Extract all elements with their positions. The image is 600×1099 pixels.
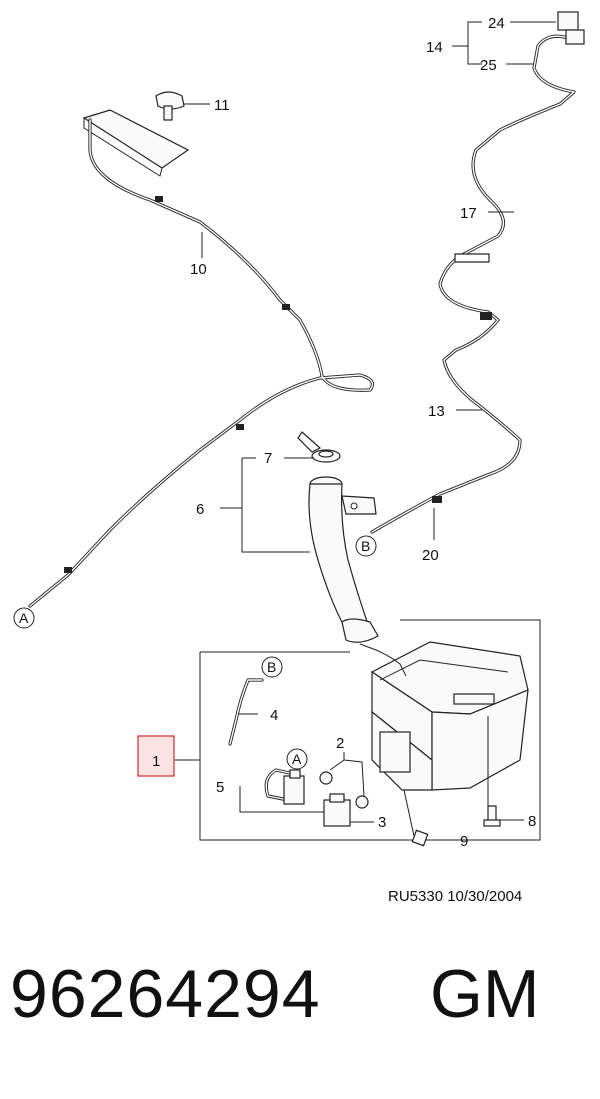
brand-name: GM: [430, 956, 540, 1032]
washer-reservoir-1: [359, 641, 529, 791]
svg-text:A: A: [292, 751, 302, 767]
connector-b-tank: B: [261, 656, 283, 678]
rear-nozzle-24: [557, 11, 585, 45]
rear-washer-hose-assembly: [370, 34, 576, 534]
callout-2: 2: [336, 735, 344, 752]
callout-6: 6: [196, 501, 204, 518]
callout-11: 11: [214, 97, 230, 114]
connector-a-left: A: [13, 607, 35, 629]
pump-hose-4: [228, 678, 264, 746]
callout-17: 17: [460, 205, 477, 222]
part-number: 96264294: [10, 956, 321, 1032]
mounting-bolt-8: [483, 805, 501, 827]
mounting-nut-9: [411, 829, 429, 847]
hood-insulator-panel: [82, 109, 190, 177]
callout-3: 3: [378, 814, 386, 831]
callout-25: 25: [480, 57, 497, 74]
connector-b-right: B: [355, 535, 377, 557]
pump-hose-5: [264, 768, 296, 802]
callout-7: 7: [264, 450, 272, 467]
washer-filler-cap-7: [297, 431, 341, 463]
callout-20: 20: [422, 547, 439, 564]
washer-filler-neck-6: [308, 476, 379, 643]
hose-connector-17: [454, 253, 490, 263]
pump-grommet-2: [319, 771, 369, 809]
callout-9: 9: [460, 833, 468, 850]
drawing-reference: RU5330 10/30/2004: [388, 888, 523, 905]
svg-text:A: A: [19, 610, 29, 626]
highlight-box-1: [137, 735, 175, 777]
callout-14: 14: [426, 39, 443, 56]
callout-1: 1: [152, 753, 160, 770]
washer-hose-10: [28, 118, 374, 608]
svg-text:B: B: [361, 538, 370, 554]
callout-8: 8: [528, 813, 536, 830]
callout-24: 24: [488, 15, 505, 32]
washer-pump-3: [283, 769, 351, 827]
callout-5: 5: [216, 779, 224, 796]
connector-a-pump: A: [286, 748, 308, 770]
svg-text:B: B: [267, 659, 276, 675]
callout-10: 10: [190, 261, 207, 278]
callout-13: 13: [428, 403, 445, 420]
callout-4: 4: [270, 707, 278, 724]
washer-system-diagram: 1 2 3 4 5 6 7 8 9 10 11 13 14 17 20 24 2…: [13, 11, 585, 850]
washer-nozzle-11: [155, 91, 185, 121]
